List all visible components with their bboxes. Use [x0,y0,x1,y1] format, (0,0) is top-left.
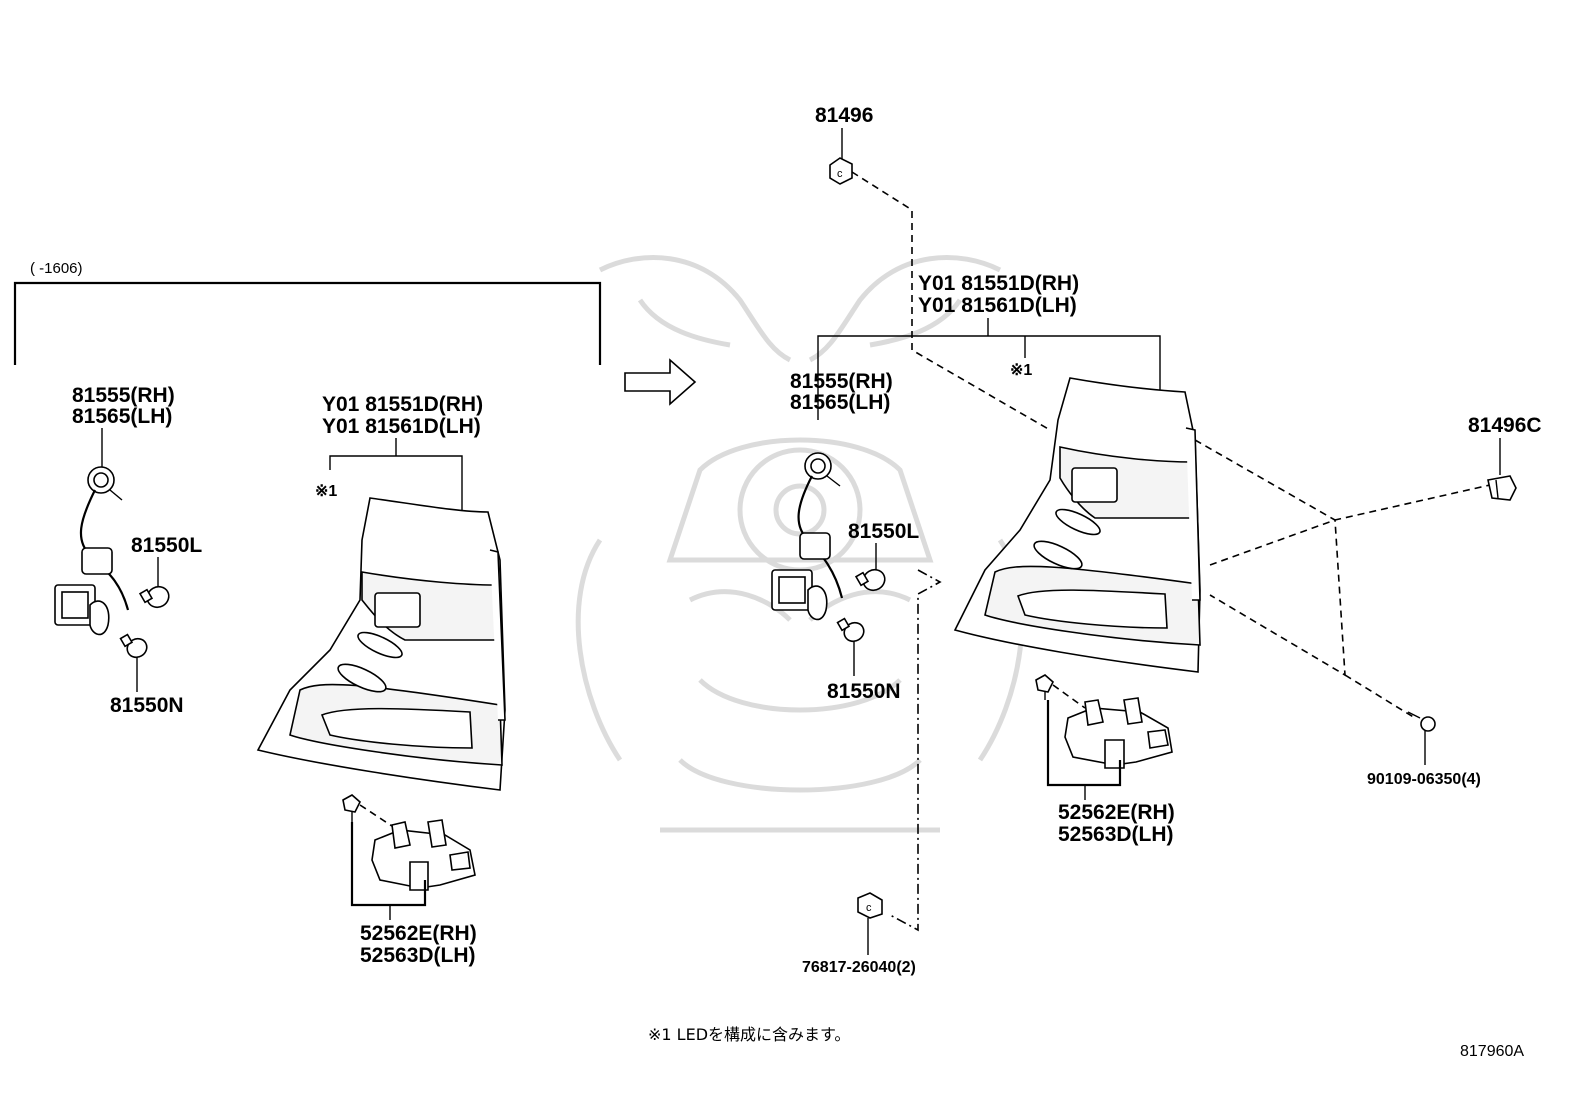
right-clip-top-label: 81496 [815,104,873,127]
right-bracket-icon [1064,697,1173,769]
right-socket-label-rh: 81555(RH) [790,370,893,393]
right-bracket-label-rh: 52562E(RH) [1058,801,1175,824]
right-bracket-dash [1052,684,1086,709]
right-screw-label: 90109-06350(4) [1367,771,1481,788]
right-screw-dash [1344,674,1416,719]
left-socket-label-lh: 81565(LH) [72,405,172,428]
right-socket-wire-icon [771,452,844,621]
left-socket-wire-icon [54,466,130,636]
right-mount-dash [1194,439,1346,677]
left-screw-icon [342,794,361,822]
left-bulb-top-label: 81550L [131,534,202,557]
left-bracket-icon [371,819,476,891]
right-bracket-label-lh: 52563D(LH) [1058,823,1174,846]
right-arrow-icon [624,358,697,406]
right-bulb-top-icon [854,568,886,592]
right-bracket-leader [1046,700,1122,787]
right-clip-side-label: 81496C [1468,414,1542,437]
right-lamp-note: ※1 [1010,362,1032,379]
left-lamp-note: ※1 [315,483,337,500]
left-lamp-label-rh: Y01 81551D(RH) [322,393,483,416]
right-nut-dash [889,569,942,932]
right-bulb-bottom-label: 81550N [827,680,901,703]
left-bracket-label-rh: 52562E(RH) [360,922,477,945]
left-bracket-leader [350,822,427,907]
right-nut-icon: c [857,892,883,919]
right-clip-dash [1209,484,1491,566]
right-screw-icon [1407,711,1436,765]
left-lamp-leader [329,438,463,510]
right-bulb-bottom-icon [836,617,865,643]
left-bulb-bottom-label: 81550N [110,694,184,717]
range-bracket [13,281,602,365]
right-screw-bracket-icon [1035,674,1054,700]
right-nut-label: 76817-26040(2) [802,959,916,976]
left-bracket-label-lh: 52563D(LH) [360,944,476,967]
right-clip-top-icon: c [829,157,853,185]
left-lamp-label-lh: Y01 81561D(LH) [322,415,481,438]
diagram-code: 817960A [1460,1043,1524,1060]
right-socket-label-lh: 81565(LH) [790,391,890,414]
range-label: ( -1606) [30,260,83,277]
right-clip-side-icon [1487,475,1517,501]
left-bulb-top-icon [138,585,170,609]
left-bracket-dash [359,804,396,829]
right-lamp-label-rh: Y01 81551D(RH) [918,272,1079,295]
footnote: ※1 LEDを構成に含みます。 [648,1025,850,1044]
right-bulb-top-label: 81550L [848,520,919,543]
right-tail-lamp-icon [953,377,1201,673]
left-socket-label-rh: 81555(RH) [72,384,175,407]
svg-text:c: c [866,902,872,914]
left-bulb-bottom-icon [119,633,148,659]
right-lamp-leader [817,318,1161,420]
right-clip-top-dash [851,171,1051,431]
right-lamp-label-lh: Y01 81561D(LH) [918,294,1077,317]
svg-text:c: c [837,168,843,180]
left-tail-lamp-icon [256,497,506,791]
